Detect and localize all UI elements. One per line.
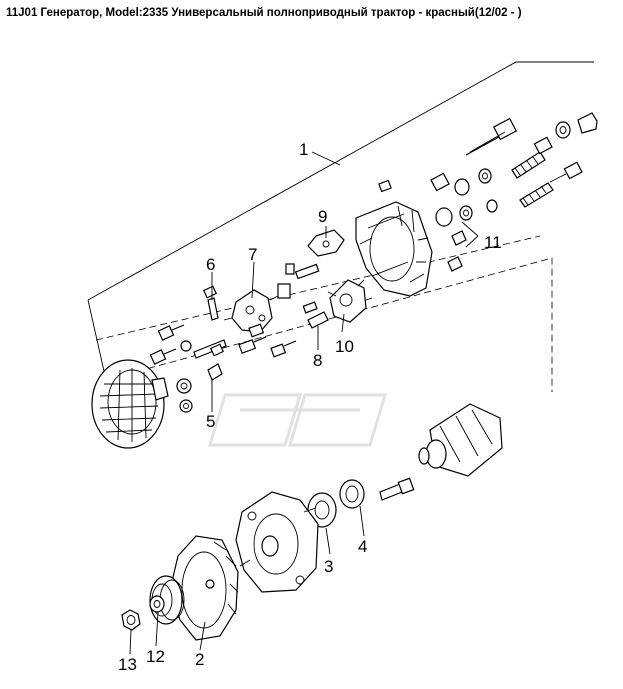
callout-2: 2 — [195, 650, 204, 669]
small-bolts-left — [149, 283, 329, 413]
callout-9: 9 — [318, 207, 327, 226]
callout-5: 5 — [206, 412, 215, 431]
through-bolts — [465, 112, 598, 208]
callout-10: 10 — [335, 337, 354, 356]
bearing-retainer-4 — [339, 477, 415, 509]
rear-cover — [91, 359, 169, 449]
callout-12: 12 — [146, 647, 165, 666]
watermark-logo — [207, 393, 388, 447]
callout-13: 13 — [118, 655, 137, 674]
regulator-7 — [223, 289, 279, 333]
front-housing — [235, 491, 319, 593]
callout-6: 6 — [206, 255, 215, 274]
callout-8: 8 — [313, 351, 322, 370]
assembly-frame — [87, 61, 594, 392]
rotor — [418, 403, 503, 477]
bearing-3 — [307, 492, 337, 528]
callout-1: 1 — [299, 140, 308, 159]
callout-7: 7 — [248, 245, 257, 264]
rear-housing — [355, 201, 433, 297]
rectifier — [327, 279, 373, 323]
washer-12 — [149, 595, 165, 613]
callout-3: 3 — [324, 557, 333, 576]
callout-11: 11 — [484, 233, 502, 252]
diagram-title: 11J01 Генератор, Model:2335 Универсальны… — [6, 7, 522, 19]
brush-holder-9 — [285, 229, 345, 280]
item-11-parts — [378, 168, 498, 272]
callout-4: 4 — [358, 537, 367, 556]
nut-13 — [121, 609, 141, 631]
leader-lines — [129, 151, 479, 655]
fan-2 — [169, 535, 239, 641]
